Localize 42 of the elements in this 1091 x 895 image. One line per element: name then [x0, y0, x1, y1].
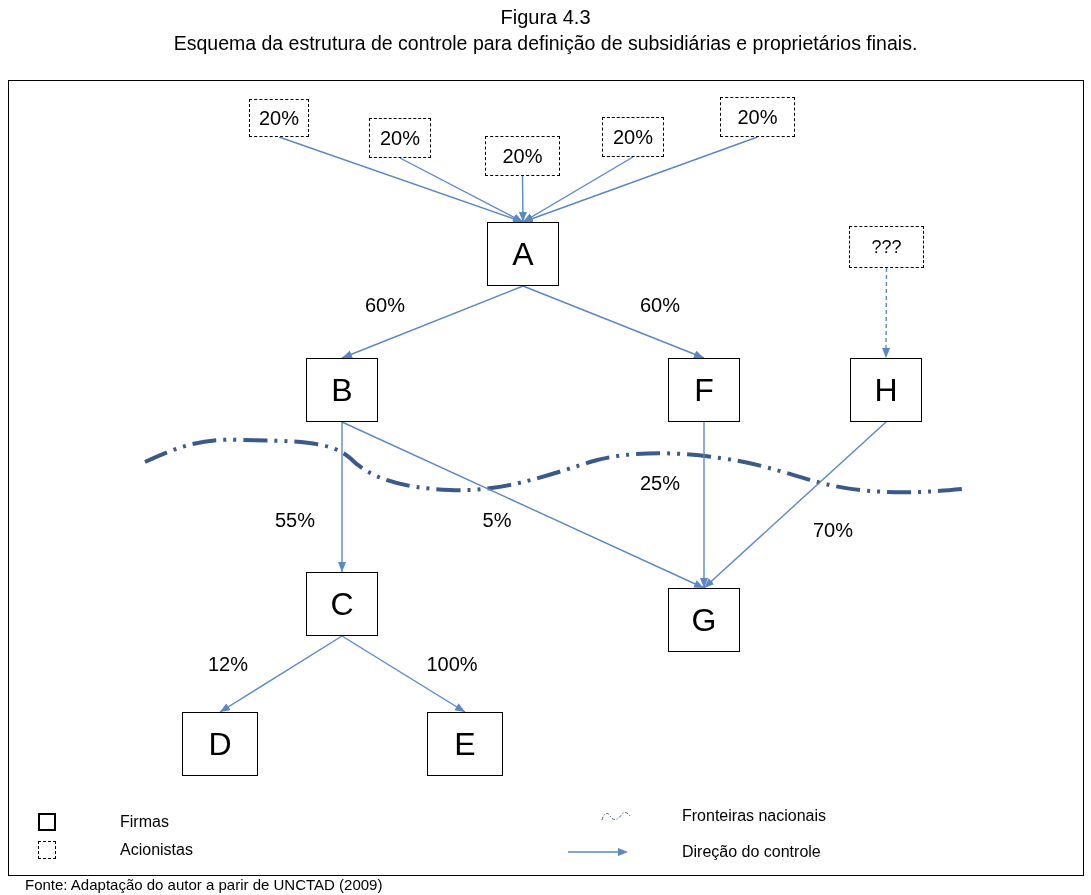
shareholder-box: 20%: [249, 99, 309, 137]
shareholder-box: ???: [849, 226, 924, 268]
arrow: [703, 421, 887, 589]
edge-label: 100%: [426, 652, 478, 676]
edge-label: 5%: [482, 508, 512, 532]
arrow: [522, 136, 759, 223]
arrow: [341, 635, 466, 713]
firm-box: H: [850, 358, 922, 422]
arrow: [341, 285, 524, 359]
source-caption: Fonte: Adaptação do autor a parir de UNCTAD (2009): [25, 876, 383, 894]
arrow: [522, 156, 634, 223]
arrow: [700, 421, 708, 589]
arrow: [522, 285, 705, 359]
arrow: [518, 175, 527, 223]
edge-label: 60%: [640, 293, 680, 317]
edge-label: 70%: [813, 518, 853, 542]
firm-box: F: [668, 358, 740, 422]
firm-box: D: [182, 712, 258, 776]
edge-label: 55%: [275, 508, 315, 532]
legend-text: Acionistas: [120, 840, 193, 860]
shareholder-box: 20%: [720, 97, 795, 137]
firm-box: E: [427, 712, 503, 776]
figure-title: Figura 4.3: [499, 5, 592, 30]
firm-box: B: [306, 358, 378, 422]
arrow: [882, 267, 891, 359]
arrow: [399, 157, 524, 223]
legend-text: Fronteiras nacionais: [682, 806, 827, 826]
legend-text: Direção do controle: [682, 842, 821, 862]
edge-label: 60%: [365, 293, 405, 317]
firm-box: C: [306, 572, 378, 636]
shareholder-box: 20%: [602, 117, 664, 157]
edge-label: 12%: [208, 652, 248, 676]
arrow: [219, 635, 343, 713]
legend-text: Firmas: [120, 812, 169, 832]
arrow: [341, 421, 705, 589]
figure-subtitle: Esquema da estrutura de controle para definição de subsidiárias e proprietários finais.: [172, 31, 919, 56]
shareholder-box: 20%: [369, 118, 431, 158]
edge-label: 25%: [640, 471, 680, 495]
shareholder-box: 20%: [485, 136, 560, 176]
firm-box: G: [668, 588, 740, 652]
arrow: [338, 421, 346, 573]
firm-box: A: [487, 222, 559, 286]
